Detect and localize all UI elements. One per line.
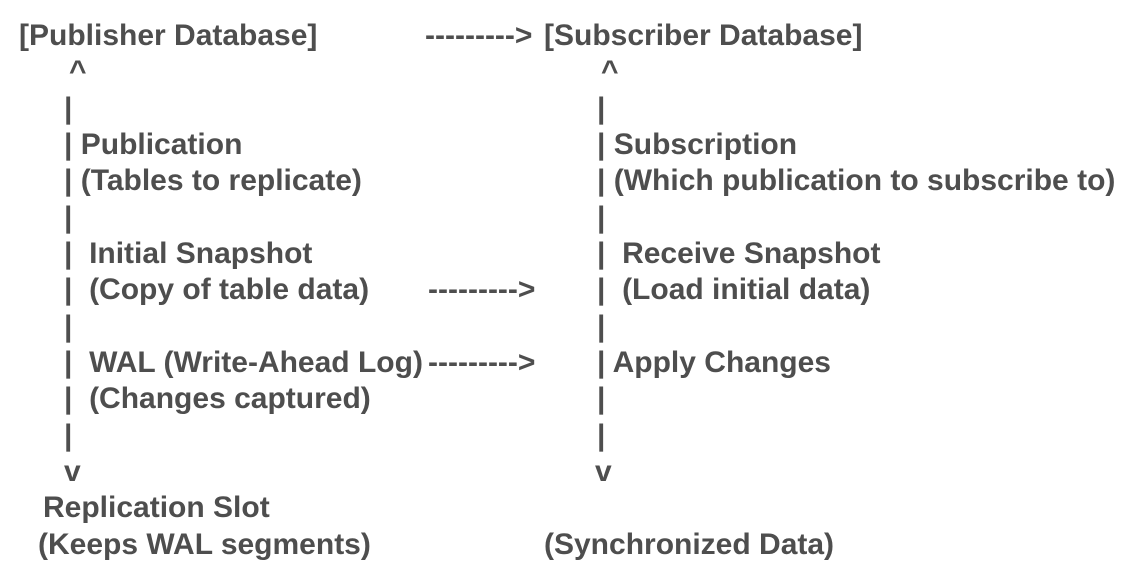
synchronized-data-label: (Synchronized Data) (544, 528, 835, 561)
publisher-database-label: [Publisher Database] (19, 19, 318, 52)
wal-desc: | (Changes captured) (64, 382, 371, 415)
subscriber-flow-line: | (597, 382, 606, 415)
subscription-label: | Subscription (597, 128, 798, 161)
wal-transfer-arrow: ---------> (428, 346, 536, 379)
replication-slot-label: Replication Slot (43, 491, 270, 524)
subscriber-arrowhead-up: ^ (601, 55, 619, 88)
publisher-arrowhead-up: ^ (69, 55, 87, 88)
publisher-flow-line: | (64, 201, 73, 234)
wal-label: | WAL (Write-Ahead Log) (64, 346, 423, 379)
subscriber-flow-line: | (597, 419, 606, 452)
subscription-desc: | (Which publication to subscribe to) (597, 164, 1116, 197)
publisher-flow-line: | (64, 419, 73, 452)
subscriber-database-label: [Subscriber Database] (544, 19, 863, 52)
subscriber-flow-line: | (597, 310, 606, 343)
publisher-flow-line: | (64, 92, 73, 125)
snapshot-transfer-arrow: ---------> (428, 273, 536, 306)
publisher-to-subscriber-arrow: ---------> (425, 19, 533, 52)
receive-snapshot-label: | Receive Snapshot (597, 237, 881, 270)
apply-changes-label: | Apply Changes (597, 346, 831, 379)
subscriber-flow-line: | (597, 92, 606, 125)
subscriber-flow-line: | (597, 201, 606, 234)
publication-desc: | (Tables to replicate) (64, 164, 362, 197)
receive-snapshot-desc: | (Load initial data) (597, 273, 871, 306)
publication-label: | Publication (64, 128, 243, 161)
replication-slot-desc: (Keeps WAL segments) (38, 528, 371, 561)
publisher-arrowhead-down: v (64, 455, 81, 488)
subscriber-arrowhead-down: v (595, 455, 612, 488)
publisher-flow-line: | (64, 310, 73, 343)
initial-snapshot-desc: | (Copy of table data) (64, 273, 370, 306)
initial-snapshot-label: | Initial Snapshot (64, 237, 313, 270)
